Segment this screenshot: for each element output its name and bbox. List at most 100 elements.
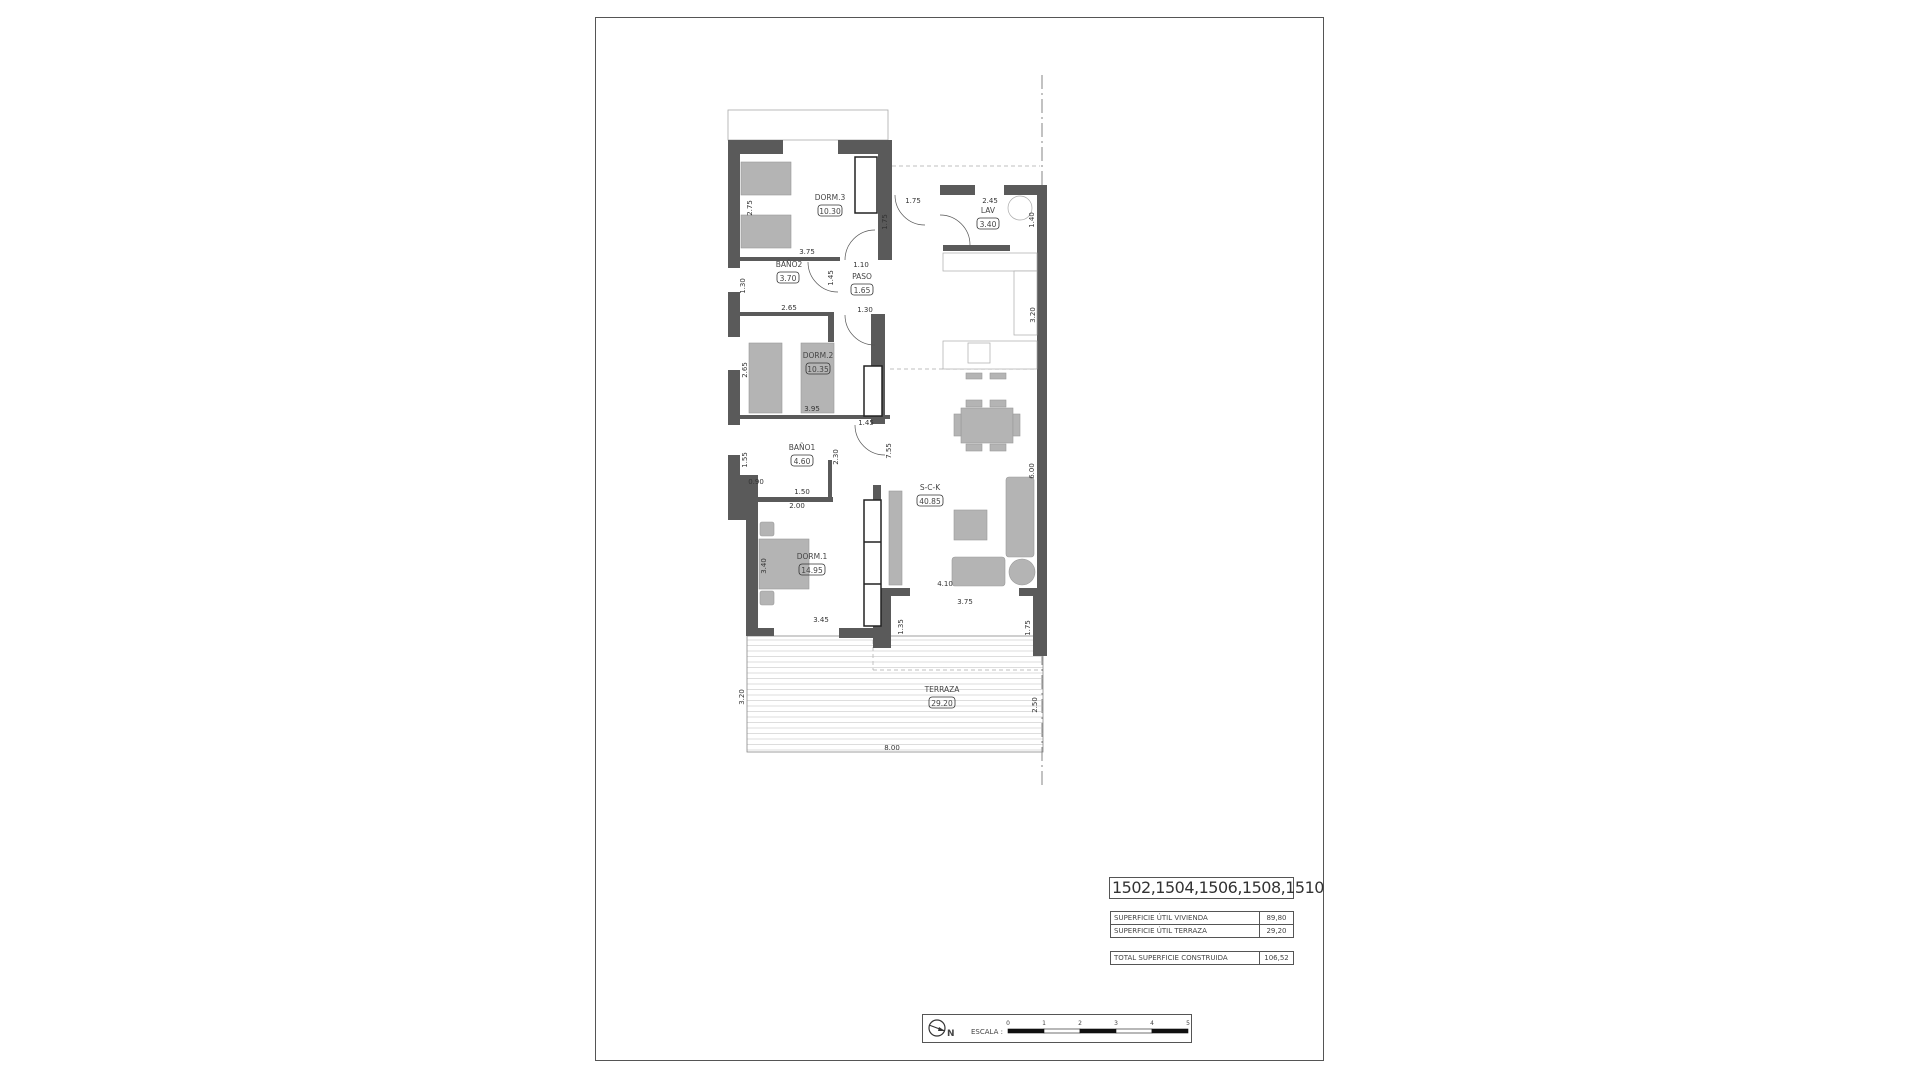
dimension: 1.45	[858, 419, 874, 427]
room-dorm2: DORM.2 10.35	[803, 351, 834, 375]
svg-text:LAV: LAV	[981, 206, 996, 215]
svg-text:10.35: 10.35	[807, 365, 829, 374]
svg-text:PASO: PASO	[852, 272, 872, 281]
dimension: 3.40	[760, 558, 768, 574]
dimension: 1.40	[1028, 212, 1036, 228]
bed-dorm3-b	[740, 214, 792, 249]
dimension: 3.45	[813, 616, 829, 624]
terrace-decking	[747, 639, 1043, 751]
scale-tick-label: 1	[1042, 1020, 1046, 1027]
sofa-front	[951, 556, 1006, 587]
room-terraza: TERRAZA 29.20	[924, 685, 961, 709]
dimension: 8.00	[884, 744, 900, 752]
terrace-outline	[746, 635, 1044, 753]
dimension: 1.55	[741, 452, 749, 468]
dimension: 1.35	[897, 619, 905, 635]
dimension: 1.75	[1024, 620, 1032, 636]
svg-text:DORM.3: DORM.3	[815, 193, 846, 202]
dimension: 3.75	[799, 248, 815, 256]
dimension: 2.65	[741, 362, 749, 378]
dimension: 7.55	[885, 443, 893, 459]
dimension: 1.50	[794, 488, 810, 496]
dining-table	[960, 407, 1014, 444]
room-paso: PASO 1.65	[850, 272, 874, 296]
armchair	[1008, 558, 1036, 586]
svg-text:BAÑO2: BAÑO2	[776, 260, 803, 269]
dimension: 4.10	[937, 580, 953, 588]
room-dorm1: DORM.1 14.95	[797, 552, 828, 576]
unit-numbers-title: 1502,1504,1506,1508,1510	[1109, 877, 1324, 899]
coffee-table	[953, 509, 988, 541]
room-labels: DORM.3 10.30 LAV 3.40 BAÑO2 3.70 PASO 1.65 D…	[776, 193, 1000, 709]
room-sck: S-C-K 40.85	[916, 483, 944, 507]
dimension: 2.65	[781, 304, 797, 312]
north-arrow-icon: N	[928, 1019, 955, 1039]
scale-tick-label: 2	[1078, 1020, 1082, 1027]
svg-text:3.70: 3.70	[780, 274, 797, 283]
svg-text:DORM.1: DORM.1	[797, 552, 828, 561]
scale-tick-label: 0	[1006, 1020, 1010, 1027]
svg-text:14.95: 14.95	[801, 566, 823, 575]
scale-bar: 0 1 2 3 4 5	[1006, 1020, 1190, 1034]
drawing-sheet-border	[595, 17, 1324, 1061]
sofa-side	[1005, 476, 1035, 558]
bed-dorm2-b	[800, 342, 835, 414]
dimension: 2.00	[789, 502, 805, 510]
room-dorm3: DORM.3 10.30	[815, 193, 846, 217]
svg-text:DORM.2: DORM.2	[803, 351, 834, 360]
scale-segment	[1007, 1028, 1045, 1034]
svg-text:3.40: 3.40	[980, 220, 997, 229]
svg-text:29.20: 29.20	[931, 699, 953, 708]
dimension: 1.75	[905, 197, 921, 205]
scale-label: ESCALA :	[971, 1028, 1003, 1036]
svg-text:1.65: 1.65	[854, 286, 871, 295]
light-guides	[872, 165, 1040, 671]
bed-dorm2-a	[748, 342, 783, 414]
svg-text:TERRAZA: TERRAZA	[924, 685, 961, 694]
svg-text:N: N	[947, 1029, 955, 1039]
dimension: 1.30	[739, 278, 747, 294]
cooktop	[967, 342, 991, 364]
dimension: 3.20	[1029, 307, 1037, 323]
scale-segment	[1151, 1028, 1189, 1034]
svg-text:10.30: 10.30	[819, 207, 841, 216]
svg-text:4.60: 4.60	[794, 457, 811, 466]
door-swings	[807, 194, 971, 456]
dimension: 1.75	[881, 214, 889, 230]
dimension: 6.00	[1028, 463, 1036, 479]
dimension: 1.10	[853, 261, 869, 269]
scale-segment	[1115, 1028, 1153, 1034]
svg-text:40.85: 40.85	[919, 497, 941, 506]
svg-text:S-C-K: S-C-K	[920, 483, 941, 492]
scale-segment	[1079, 1028, 1117, 1034]
dimension: 2.50	[1031, 697, 1039, 713]
dimension-labels: 2.75 1.75 1.75 2.45 1.40 3.75 1.10 1.45 …	[738, 197, 1039, 752]
scale-tick-label: 5	[1186, 1020, 1190, 1027]
svg-text:BAÑO1: BAÑO1	[789, 443, 816, 452]
dimension: 3.95	[804, 405, 820, 413]
wardrobes	[854, 156, 883, 627]
scale-segment	[1043, 1028, 1081, 1034]
kitchen	[942, 195, 1038, 370]
room-bano1: BAÑO1 4.60	[789, 443, 816, 467]
furniture	[740, 161, 1036, 606]
scale-tick-label: 4	[1150, 1020, 1154, 1027]
scale-bar-box: N ESCALA : 0 1 2 3 4 5	[922, 1014, 1192, 1043]
dimension: 1.45	[827, 270, 835, 286]
dimension: 0.90	[748, 478, 764, 486]
dimension: 3.20	[738, 689, 746, 705]
scale-tick-label: 3	[1114, 1020, 1118, 1027]
dimension: 2.45	[982, 197, 998, 205]
bed-dorm3-a	[740, 161, 792, 196]
tv-unit	[888, 490, 903, 586]
top-balcony	[727, 109, 889, 141]
dimension: 2.30	[832, 449, 840, 465]
dimension: 2.75	[746, 200, 754, 216]
room-bano2: BAÑO2 3.70	[776, 260, 803, 284]
